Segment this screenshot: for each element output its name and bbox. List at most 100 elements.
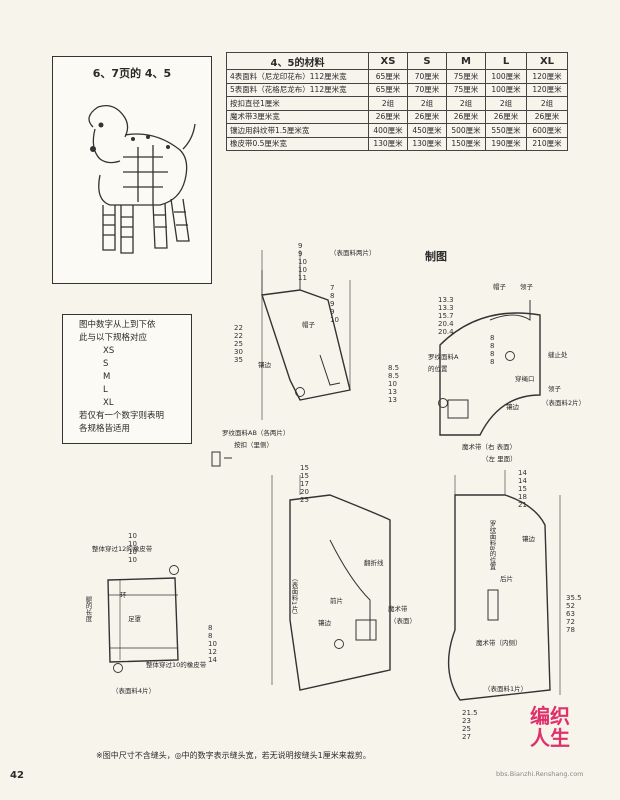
svg-text:15.7: 15.7 [438, 312, 454, 320]
svg-text:15: 15 [518, 485, 527, 493]
title-label: 6、7页的 4、5 [92, 67, 172, 80]
svg-text:7: 7 [330, 284, 334, 292]
svg-text:20.4: 20.4 [438, 320, 454, 328]
rib-b-label: 罗纹面料B的位置 [488, 520, 496, 570]
leg-elastic-note-2: 整体穿过10的橡皮带 [146, 661, 207, 669]
legend-line: M [103, 372, 111, 382]
title-illustration-box: 6、7页的 4、5 [52, 56, 212, 284]
svg-text:13: 13 [388, 396, 397, 404]
zhitu-label: 制图 [425, 250, 447, 263]
svg-text:30: 30 [234, 348, 243, 356]
page-number: 42 [10, 770, 24, 781]
materials-header-row: 4、5的材料 XS S M L XL [226, 52, 568, 70]
size-legend-box: 图中数字从上到下依 此与以下规格对应 XS S M L XL 若仅有一个数字则表… [62, 314, 192, 444]
table-row: 4表面料（尼龙印花布）112厘米宽 65厘米 70厘米 75厘米 100厘米 1… [226, 69, 568, 84]
legend-line: 此与以下规格对应 [79, 333, 148, 343]
svg-text:9: 9 [330, 308, 334, 316]
svg-text:18: 18 [518, 493, 527, 501]
front-pieces-note: （表面料1片） [290, 575, 298, 619]
materials-header-xl: XL [526, 52, 568, 70]
velcro-front-label-2: （左 里面） [482, 455, 517, 463]
legend-line: XL [103, 398, 114, 408]
svg-text:13: 13 [388, 388, 397, 396]
watermark-logo: 编织 人生 [530, 705, 570, 749]
hood-label: 帽子 [302, 321, 315, 329]
svg-text:14: 14 [518, 469, 527, 477]
svg-text:35: 35 [234, 356, 243, 364]
drawstring-label: 穿绳口 [515, 375, 535, 383]
svg-text:8: 8 [208, 624, 212, 632]
svg-text:9: 9 [298, 250, 302, 258]
collar-note: （表面料2片） [542, 399, 586, 407]
svg-text:8: 8 [208, 632, 212, 640]
rib-ab-label: 罗纹面料AB（各两片） [222, 429, 290, 437]
table-row: 橡皮带0.5厘米宽 130厘米 130厘米 150厘米 190厘米 210厘米 [226, 136, 568, 151]
binding-label-front: 镶边 [318, 619, 331, 627]
svg-text:10: 10 [128, 556, 137, 564]
svg-text:27: 27 [462, 733, 471, 741]
back-piece-label: 后片 [500, 575, 513, 583]
binding-label-collar: 镶边 [506, 403, 519, 411]
svg-text:25: 25 [462, 725, 471, 733]
collar-label: 领子 [520, 283, 533, 291]
svg-text:21.5: 21.5 [462, 709, 478, 717]
leg-elastic-note-1: 整体穿过12的橡皮带 [92, 545, 153, 553]
collar-label-2: 领子 [548, 385, 561, 393]
rib-a-position: 的位置 [428, 365, 448, 373]
svg-text:14: 14 [208, 656, 217, 664]
fold-line-label: 翻折线 [364, 559, 384, 567]
front-piece-label: 前片 [330, 597, 343, 605]
svg-text:8: 8 [490, 358, 494, 366]
snap-label: 按扣（里侧） [234, 441, 273, 449]
stop-point-label: 缝止处 [548, 351, 568, 359]
svg-text:72: 72 [566, 618, 575, 626]
footnote: ※图中尺寸不含缝头，◎中的数字表示缝头宽，若无说明按缝头1厘米来裁剪。 [96, 751, 371, 760]
hood-pieces-label: （表面料两片） [330, 249, 376, 257]
svg-text:13.3: 13.3 [438, 296, 454, 304]
leg-loop-label: 环 [120, 591, 127, 599]
svg-text:8: 8 [490, 350, 494, 358]
materials-header-s: S [407, 52, 447, 70]
watermark-text-1: 编织 [530, 704, 570, 728]
svg-text:25: 25 [234, 340, 243, 348]
svg-text:10: 10 [128, 548, 137, 556]
legend-line: S [103, 359, 109, 369]
svg-text:25: 25 [300, 496, 309, 504]
svg-text:15: 15 [300, 472, 309, 480]
svg-text:8: 8 [490, 342, 494, 350]
hood-label-right: 帽子 [493, 283, 506, 291]
materials-table: 4、5的材料 XS S M L XL 4表面料（尼龙印花布）112厘米宽 65厘… [226, 52, 568, 151]
svg-text:23: 23 [462, 717, 471, 725]
svg-text:8.5: 8.5 [388, 364, 399, 372]
svg-text:15: 15 [300, 464, 309, 472]
leg-length-label: 腿的长度 [84, 596, 92, 622]
table-row: 按扣直径1厘米 2组 2组 2组 2组 2组 [226, 96, 568, 111]
svg-text:14: 14 [518, 477, 527, 485]
legend-line: L [103, 385, 108, 395]
svg-text:13.3: 13.3 [438, 304, 454, 312]
velcro-front-label: 魔术带（右 表面） [462, 443, 517, 451]
svg-text:10: 10 [298, 258, 307, 266]
table-row: 魔术带3厘米宽 26厘米 26厘米 26厘米 26厘米 26厘米 [226, 109, 568, 124]
svg-text:20.4: 20.4 [438, 328, 454, 336]
velcro-mid-label-2: （表面） [390, 617, 416, 625]
legend-line: 各规格皆适用 [79, 424, 131, 434]
svg-text:8: 8 [330, 292, 334, 300]
svg-text:22: 22 [234, 324, 243, 332]
svg-text:9: 9 [298, 242, 302, 250]
svg-text:20: 20 [300, 488, 309, 496]
rib-a-label: 罗纹面料A [428, 353, 459, 361]
leg-cover-label: 足罩 [128, 615, 141, 623]
svg-text:9: 9 [330, 300, 334, 308]
watermark-text-2: 人生 [530, 726, 570, 750]
table-cell: 橡皮带0.5厘米宽 [226, 136, 369, 151]
velcro-back-label: 魔术带（内侧） [476, 639, 522, 647]
svg-text:10: 10 [128, 532, 137, 540]
svg-text:8: 8 [490, 334, 494, 342]
legend-line: 图中数字从上到下依 [79, 320, 156, 330]
svg-text:22: 22 [234, 332, 243, 340]
svg-text:21: 21 [518, 501, 527, 509]
dog-illustration [88, 104, 196, 254]
svg-text:10: 10 [128, 540, 137, 548]
